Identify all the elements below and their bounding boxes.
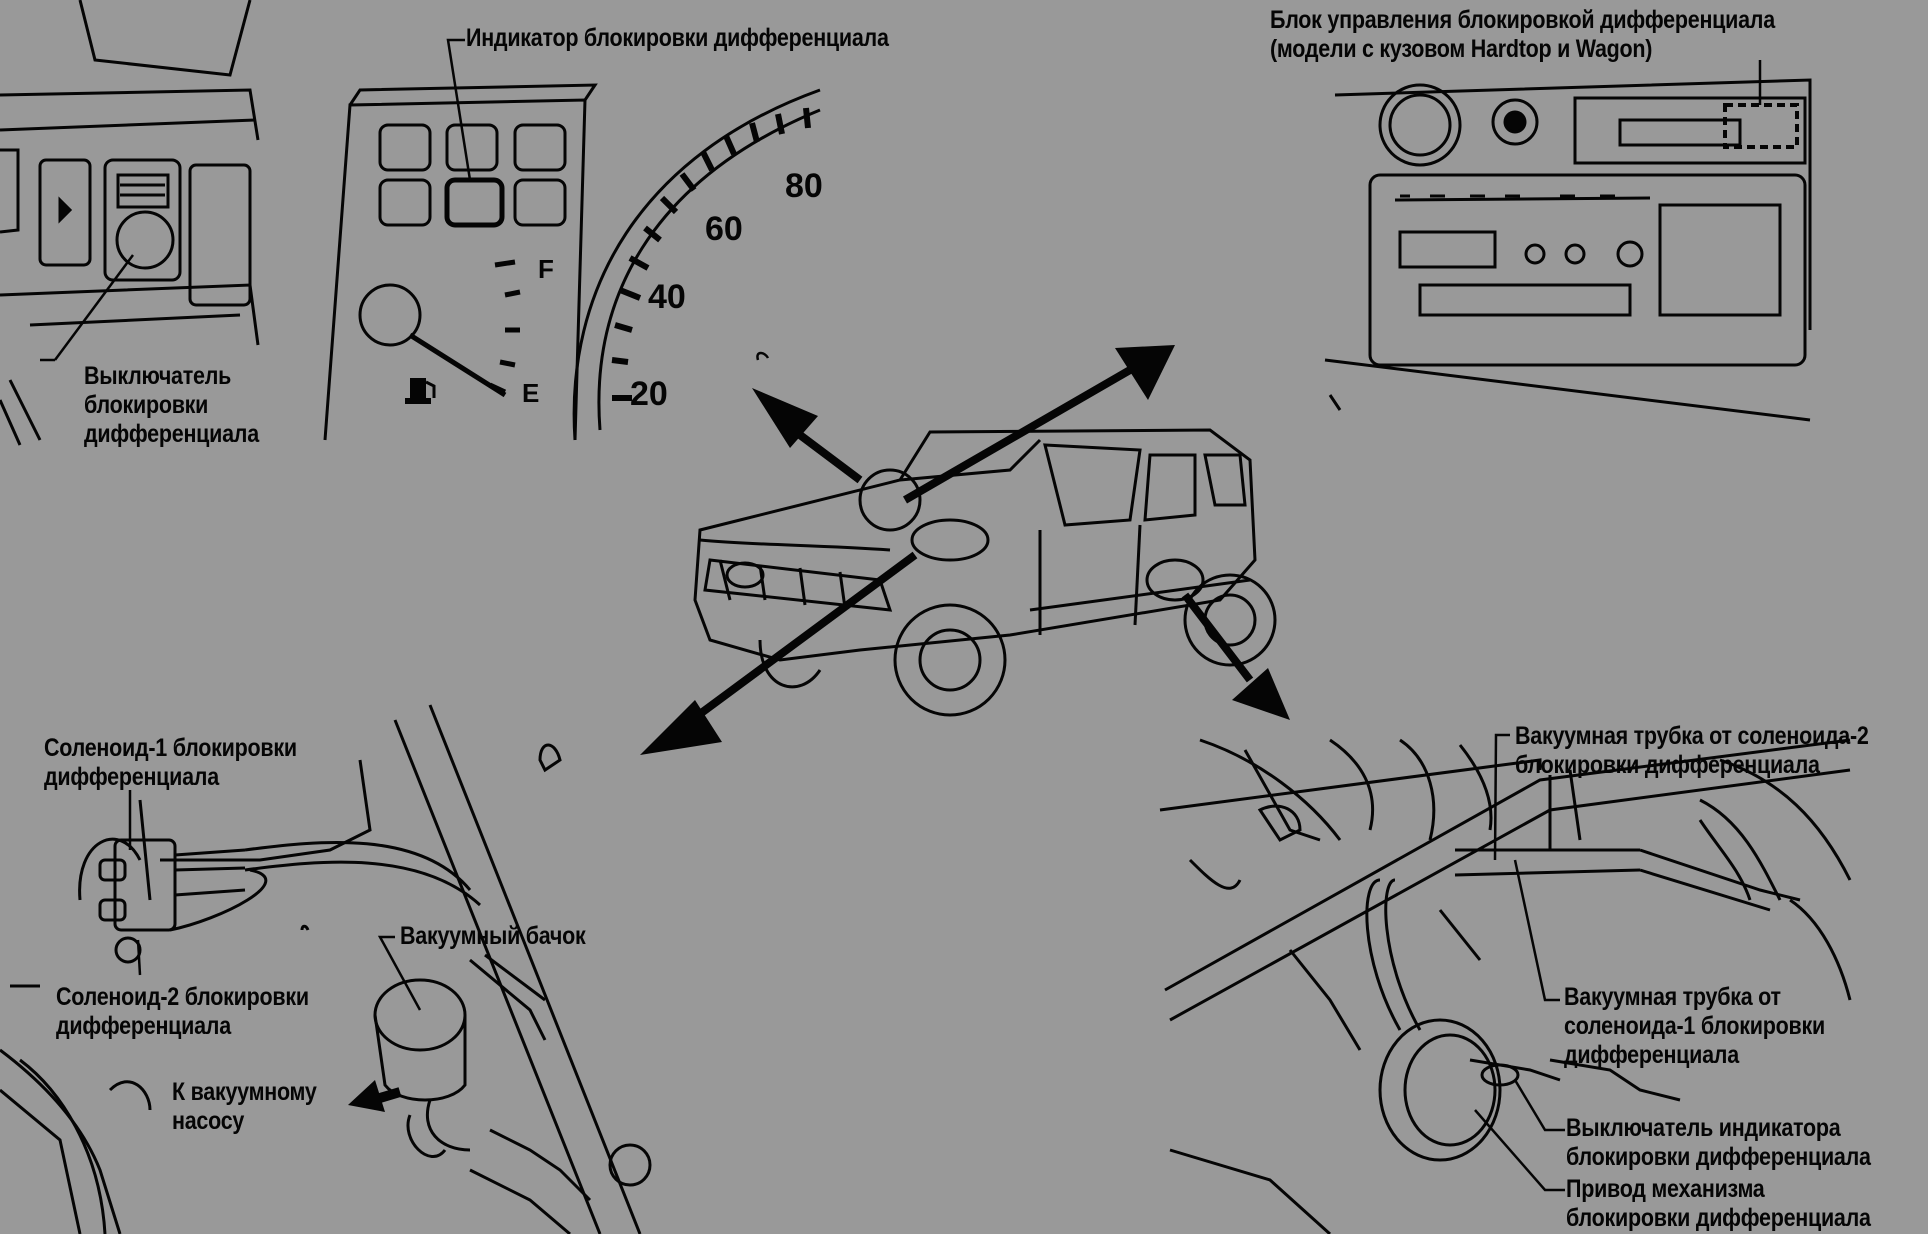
to-vacuum-pump-arrow — [348, 1080, 385, 1112]
fuel-full-mark: F — [538, 254, 554, 284]
label-solenoid1: Соленоид-1 блокировки дифференциала — [44, 734, 297, 792]
label-tube-solenoid2-line2: блокировки дифференциала — [1515, 751, 1820, 779]
label-tube-solenoid1-line3: дифференциала — [1564, 1041, 1739, 1069]
fuel-empty-mark: E — [522, 378, 539, 408]
label-indicator-switch-line1: Выключатель индикатора — [1566, 1114, 1841, 1142]
label-actuator-line1: Привод механизма — [1566, 1175, 1765, 1203]
label-indicator-line: Индикатор блокировки дифференциала — [466, 24, 889, 52]
label-solenoid2-line2: дифференциала — [56, 1012, 231, 1040]
suv-illustration — [693, 428, 1277, 717]
label-to-vacuum-pump-line1: К вакуумному — [172, 1078, 317, 1106]
label-tube-solenoid1-line2: соленоида-1 блокировки — [1564, 1012, 1825, 1040]
direction-arrow — [640, 345, 1290, 755]
label-indicator: Индикатор блокировки дифференциала — [466, 24, 889, 53]
label-control-unit: Блок управления блокировкой дифференциал… — [1270, 6, 1775, 64]
label-actuator-line2: блокировки дифференциала — [1566, 1204, 1871, 1232]
label-indicator-switch: Выключатель индикатора блокировки диффер… — [1566, 1114, 1871, 1172]
speed-tick-80: 80 — [785, 167, 823, 205]
label-diff-lock-switch: Выключатель блокировки дифференциала — [84, 362, 259, 449]
instrument-cluster-illustration — [323, 83, 821, 441]
speed-tick-40: 40 — [648, 278, 686, 316]
console-illustration — [1324, 60, 1812, 422]
label-to-vacuum-pump: К вакуумному насосу — [172, 1078, 317, 1136]
label-solenoid2: Соленоид-2 блокировки дифференциала — [56, 983, 309, 1041]
label-indicator-switch-line2: блокировки дифференциала — [1566, 1143, 1871, 1171]
label-diff-lock-switch-line2: блокировки — [84, 391, 209, 419]
label-tube-solenoid1-line1: Вакуумная трубка от — [1564, 983, 1781, 1011]
label-tube-solenoid1: Вакуумная трубка от соленоида-1 блокиров… — [1564, 983, 1825, 1070]
label-diff-lock-switch-line1: Выключатель — [84, 362, 232, 390]
speedometer-ticks — [611, 107, 811, 401]
label-to-vacuum-pump-line2: насосу — [172, 1107, 245, 1135]
label-tube-solenoid2: Вакуумная трубка от соленоида-2 блокиров… — [1515, 722, 1869, 780]
label-vacuum-tank-line: Вакуумный бачок — [400, 922, 586, 950]
label-control-unit-line2: (модели с кузовом Hardtop и Wagon) — [1270, 35, 1653, 63]
switch-panel-illustration — [0, 0, 260, 446]
solenoid-assembly-illustration — [0, 704, 652, 1234]
label-tube-solenoid2-line1: Вакуумная трубка от соленоида-2 — [1515, 722, 1869, 750]
label-actuator: Привод механизма блокировки дифференциал… — [1566, 1175, 1871, 1233]
actuator-assembly-illustration — [1159, 738, 1852, 1234]
label-diff-lock-switch-line3: дифференциала — [84, 420, 259, 448]
switch-leader-line — [53, 254, 135, 361]
label-solenoid2-line1: Соленоид-2 блокировки — [56, 983, 309, 1011]
speed-tick-60: 60 — [705, 210, 743, 248]
label-vacuum-tank: Вакуумный бачок — [400, 922, 586, 951]
fuel-pump-icon — [405, 378, 436, 404]
label-control-unit-line1: Блок управления блокировкой дифференциал… — [1270, 6, 1775, 34]
label-solenoid1-line2: дифференциала — [44, 763, 219, 791]
speed-tick-20: 20 — [630, 375, 668, 413]
label-solenoid1-line1: Соленоид-1 блокировки — [44, 734, 297, 762]
